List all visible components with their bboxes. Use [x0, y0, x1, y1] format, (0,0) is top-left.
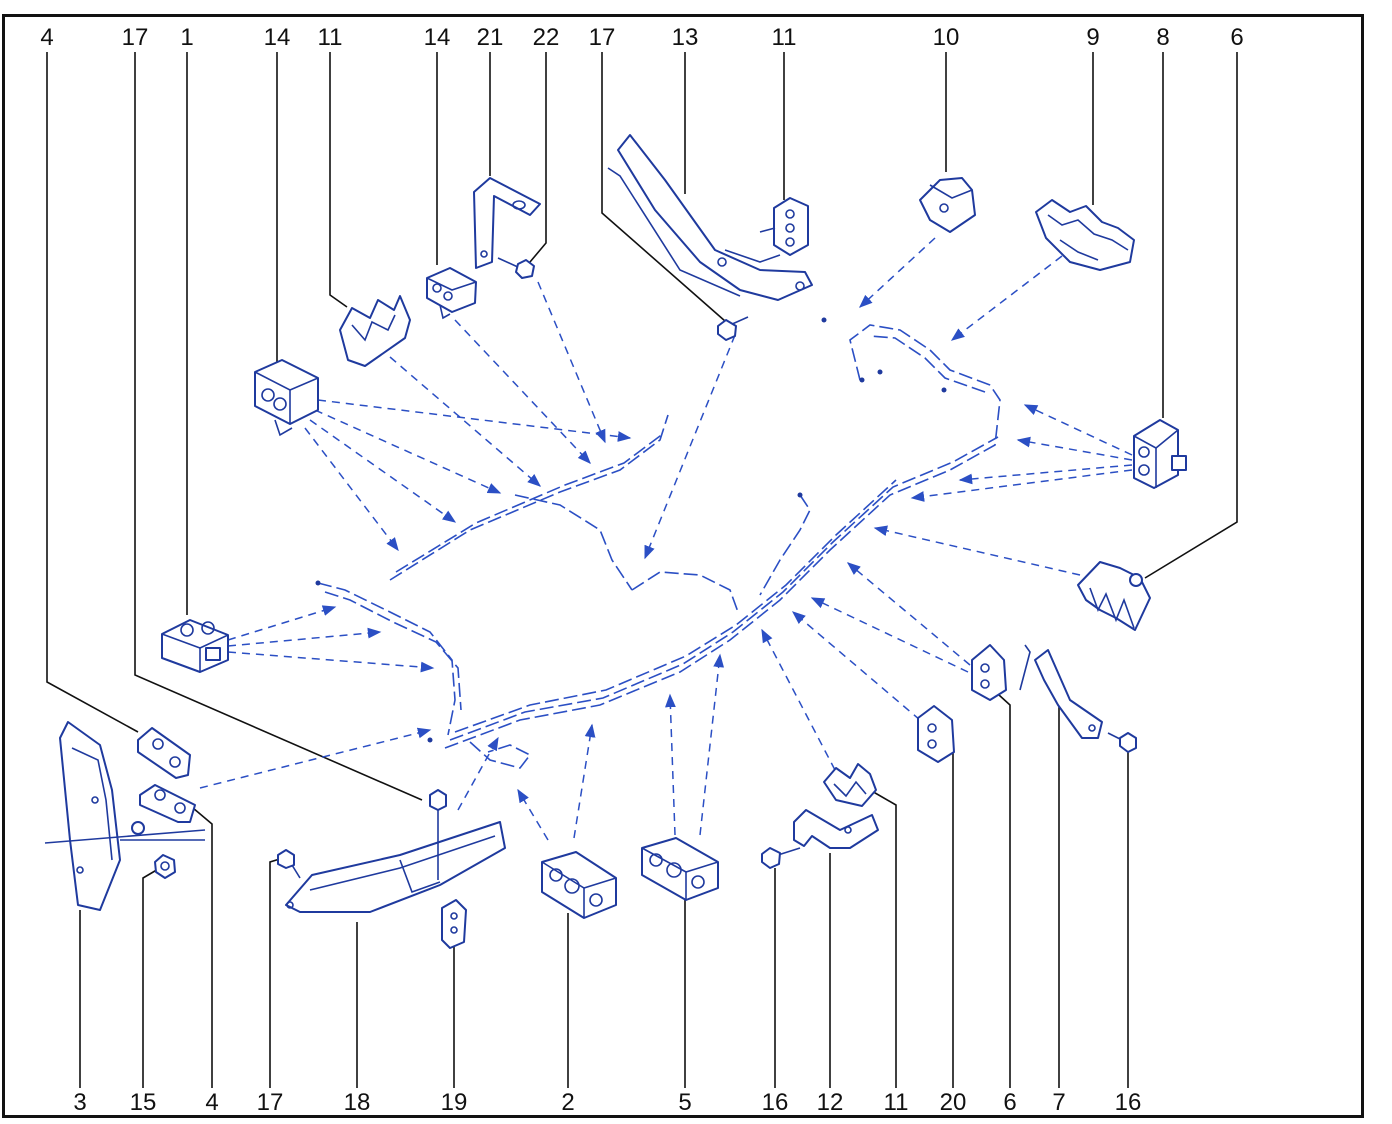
clip-19 [441, 899, 467, 949]
clip-14-center [426, 267, 477, 320]
clip-10 [919, 177, 976, 233]
diagram-frame [2, 14, 1364, 1118]
assembly-arrows [199, 237, 1133, 841]
label-top-22: 22 [533, 24, 560, 51]
leader-lines [46, 52, 1238, 1088]
bracket-18 [285, 821, 506, 913]
label-bottom-11: 11 [884, 1089, 909, 1116]
nut-15 [154, 854, 176, 879]
brake-pipe-assembly [317, 324, 1001, 769]
label-bottom-16b: 16 [1115, 1089, 1142, 1116]
label-top-17: 17 [122, 24, 149, 51]
label-bottom-17: 17 [257, 1089, 284, 1116]
bracket-7 [1019, 644, 1103, 739]
bolt-17-center [429, 789, 447, 880]
label-bottom-5: 5 [678, 1089, 691, 1116]
bolt-small-left [131, 821, 145, 835]
pipe-fittings [315, 317, 947, 743]
label-top-13: 13 [672, 24, 699, 51]
label-top-11b: 11 [772, 24, 797, 51]
label-top-1: 1 [180, 24, 193, 51]
bolt-16-center [761, 847, 801, 869]
clip-14-left [254, 359, 319, 437]
label-top-11: 11 [318, 24, 343, 51]
bolt-17-top [717, 316, 749, 341]
label-top-14b: 14 [424, 24, 451, 51]
label-top-10: 10 [933, 24, 960, 51]
clip-6-lower [971, 644, 1007, 701]
clip-11-left [339, 295, 411, 367]
label-top-14: 14 [264, 24, 291, 51]
label-bottom-4: 4 [205, 1089, 218, 1116]
top-callout-labels: 4 17 1 14 11 14 21 22 17 13 11 10 9 8 6 [40, 24, 1243, 51]
label-bottom-20: 20 [940, 1089, 967, 1116]
clip-4-upper [137, 727, 191, 779]
label-top-17b: 17 [589, 24, 616, 51]
label-top-6: 6 [1230, 24, 1243, 51]
label-bottom-2: 2 [561, 1089, 574, 1116]
label-bottom-16: 16 [762, 1089, 789, 1116]
label-bottom-15: 15 [130, 1089, 157, 1116]
bolt-16-right [1107, 732, 1137, 753]
label-bottom-7: 7 [1052, 1089, 1065, 1116]
clip-11-lower [823, 763, 877, 807]
label-top-8: 8 [1156, 24, 1169, 51]
bottom-callout-labels: 3 15 4 17 18 19 2 5 16 12 11 20 6 7 16 [73, 1089, 1141, 1116]
clip-8 [1133, 419, 1187, 489]
label-bottom-3: 3 [73, 1089, 86, 1116]
bolt-22 [497, 257, 535, 279]
bracket-assembly-left [44, 721, 206, 911]
clip-2 [541, 851, 617, 919]
clip-20 [917, 705, 955, 763]
label-bottom-19: 19 [441, 1089, 468, 1116]
label-top-4: 4 [40, 24, 53, 51]
clip-11-top [759, 197, 809, 256]
clip-9 [1035, 199, 1135, 271]
clip-5 [641, 837, 719, 901]
clip-4-lower [139, 784, 196, 823]
bracket-21 [473, 177, 541, 269]
label-bottom-12: 12 [817, 1089, 844, 1116]
label-bottom-18: 18 [344, 1089, 371, 1116]
clip-1 [161, 619, 229, 673]
clip-6 [1077, 561, 1151, 631]
bracket-13 [607, 134, 813, 301]
bolt-17-left [277, 849, 301, 879]
label-bottom-6: 6 [1003, 1089, 1016, 1116]
label-top-21: 21 [477, 24, 504, 51]
bracket-12 [793, 809, 879, 849]
label-top-9: 9 [1086, 24, 1099, 51]
